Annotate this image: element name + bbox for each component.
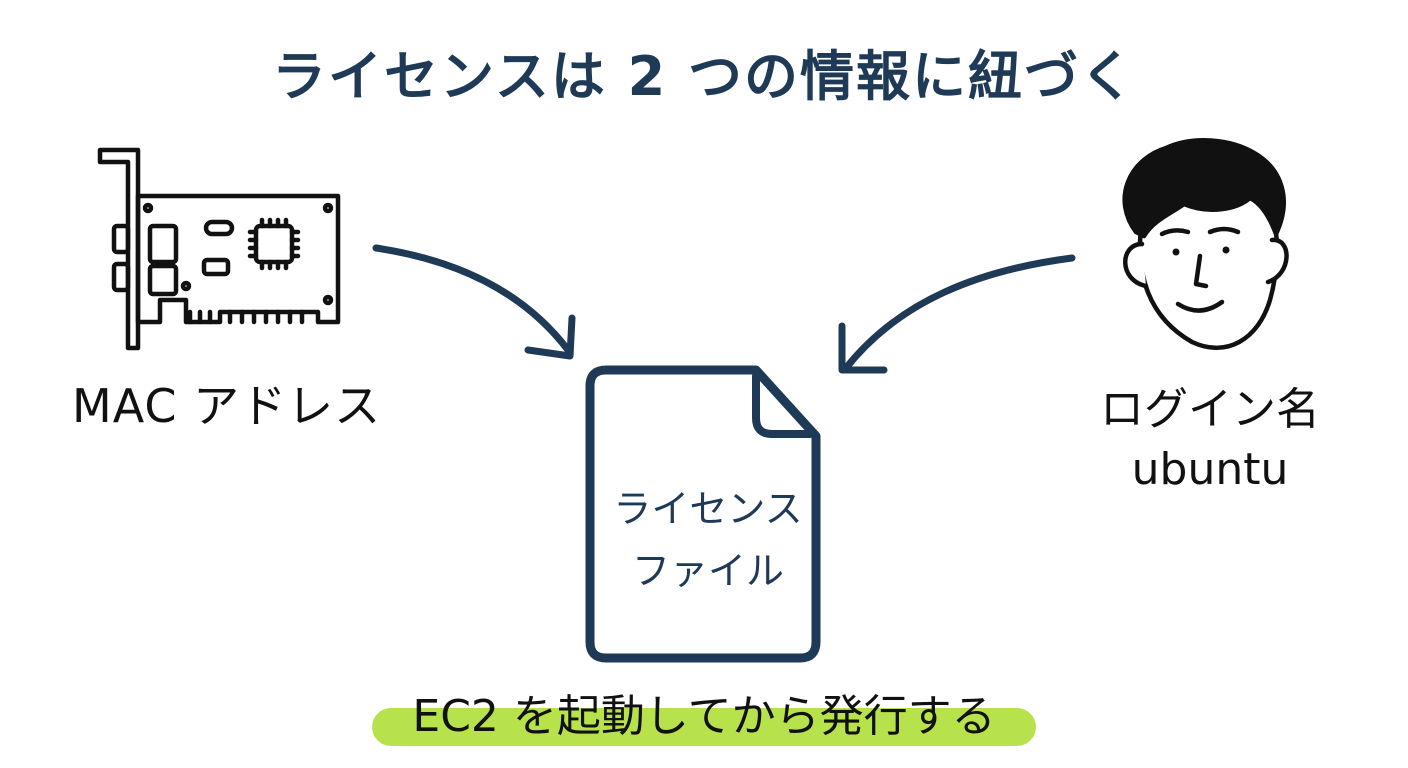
document-icon (585, 365, 821, 663)
mac-address-label: MAC アドレス (72, 379, 382, 433)
footer-note: EC2 を起動してから発行する (412, 691, 996, 742)
license-file-line1: ライセンス (613, 487, 803, 531)
login-name-value: ubuntu (1131, 444, 1289, 495)
arrow-left-to-document (372, 244, 576, 360)
license-file-label: ライセンス ファイル (590, 478, 826, 602)
network-card-icon (97, 147, 341, 351)
page-title: ライセンスは 2 つの情報に紐づく (271, 45, 1137, 108)
person-face-icon (1122, 138, 1289, 350)
footer-highlight-marker (372, 708, 1036, 746)
arrow-right-to-document (838, 254, 1076, 374)
license-file-line2: ファイル (631, 549, 784, 593)
login-name-label: ログイン名 ubuntu (1060, 380, 1360, 500)
login-name-title: ログイン名 (1100, 384, 1320, 435)
